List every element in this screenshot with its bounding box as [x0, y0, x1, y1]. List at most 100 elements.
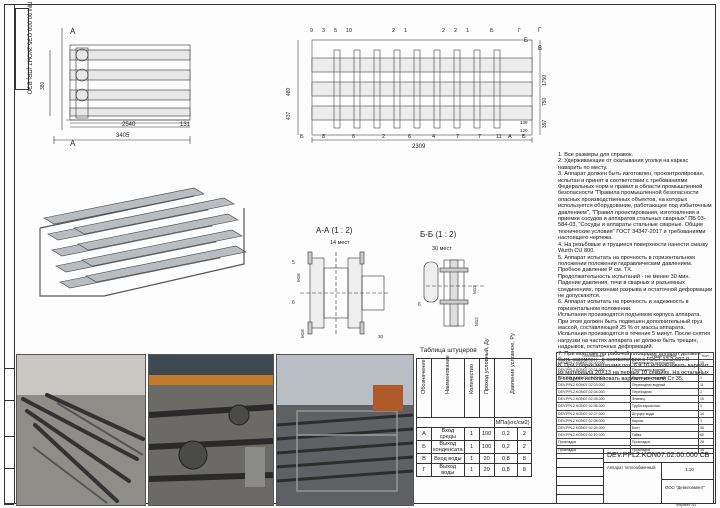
label-6: 6 — [292, 300, 295, 306]
note: 6. Аппарат испытать на прочность и надеж… — [558, 299, 689, 312]
dim-480: 480 — [286, 87, 292, 96]
binder-cell — [4, 468, 14, 505]
plan-view-drawing: 9 3 5 10 2 1 2 2 1 Б Г Б 8 6 2 6 4 7 7 1… — [286, 28, 548, 150]
tube-rows — [311, 57, 533, 121]
front-view-drawing: А А 2540 131 3405 380 — [40, 27, 191, 148]
dim-m16-bottom: М16 — [300, 329, 305, 338]
spec-header-qty: Кол. — [697, 351, 715, 361]
binder-cell — [4, 368, 14, 401]
section-aa-title: А-А (1 : 2) — [316, 226, 353, 235]
organization: ООО "Девелопмент" — [665, 485, 705, 490]
dim-380: 380 — [40, 81, 46, 90]
top-stamp: ПМ 00.000 ОЭ5.2КОН7 (ПР) ВЭО — [15, 2, 31, 94]
dim-m12: М12 — [472, 285, 477, 294]
binder-cell — [4, 400, 14, 437]
section-aa-drawing: 5 6 М16 М16 30 — [292, 251, 390, 339]
note: Падение давления, течи в сварных и разъе… — [558, 280, 713, 299]
isometric-tubes — [43, 187, 247, 289]
callout-6-bottom: 6 — [408, 134, 411, 140]
dim-120: 120 — [520, 128, 528, 133]
callout-2-bottom: 2 — [382, 134, 385, 140]
nozzle-table: Обозначение Наименование Количество Прох… — [416, 333, 532, 477]
note: 1. Все размеры для справок. — [558, 152, 633, 158]
section-mark-b: Б — [524, 38, 528, 44]
note: 5. Аппарат испытать на прочность в гориз… — [558, 254, 695, 274]
drawing-scale: 1:10 — [685, 467, 694, 472]
dim-m12-2: М12 — [474, 317, 479, 326]
binder-cell — [4, 436, 14, 469]
callout-b-top: Б — [490, 28, 494, 34]
callout-10: 10 — [346, 28, 352, 34]
photo-flange-assembly — [148, 354, 274, 506]
isometric-frame — [39, 195, 245, 297]
dim-2540: 2540 — [122, 122, 136, 128]
title-block: DEV.PPL2.KON07.02.00.000 СБ Аппарат тепл… — [556, 448, 714, 504]
callout-7b: 7 — [478, 134, 481, 140]
nozzle-table-title: Таблица штуцеров — [420, 347, 477, 354]
drawing-code: DEV.PPL2.KON07.02.00.000 СБ — [607, 452, 710, 459]
section-aa-qty: 14 мест — [330, 240, 350, 246]
flange-stack — [75, 47, 89, 119]
mark-v: В — [538, 46, 542, 52]
pressure-unit: МПа(кгс/см2) — [493, 417, 532, 428]
callout-2c: 2 — [454, 28, 457, 34]
callout-9: 9 — [310, 28, 313, 34]
header-name: Наименование — [431, 355, 465, 418]
callout-3: 3 — [322, 28, 325, 34]
callout-1: 1 — [404, 28, 407, 34]
header-dn: Проход условный, Ду — [478, 338, 495, 418]
mark-g: Г — [538, 28, 542, 34]
flange-columns — [333, 49, 501, 129]
note: 2. Удерживающие от скатывания уголки на … — [558, 158, 689, 171]
dim-m16-top: М16 — [296, 273, 301, 282]
binding-strip — [4, 4, 15, 505]
isometric-view — [39, 187, 247, 297]
section-mark-a-top: А — [70, 27, 76, 36]
header-qty: Количество — [463, 358, 480, 418]
callout-7: 7 — [456, 134, 459, 140]
note: 3. Аппарат должен быть изготовлен, проко… — [558, 171, 712, 242]
photo-workshop — [276, 354, 414, 506]
dim-2309: 2309 — [412, 144, 426, 150]
section-mark-a-bottom: А — [70, 139, 76, 148]
dim-437: 437 — [286, 111, 292, 120]
spec-header-code: Обозначение — [556, 351, 631, 361]
note: 4. На резьбовые и трущиеся поверхности н… — [558, 241, 709, 255]
dim-1750: 1750 — [542, 75, 548, 86]
dim-131: 131 — [180, 122, 191, 128]
section-bb-title: Б-Б (1 : 2) — [420, 230, 457, 239]
sheet-format: Формат А1 — [676, 502, 697, 507]
note: Продолжительность испытаний - не менее 3… — [558, 273, 690, 280]
callout-b-last: Б — [522, 134, 526, 140]
dim-750: 750 — [542, 97, 548, 106]
dim-139: 139 — [520, 120, 528, 125]
label-5: 5 — [292, 260, 295, 266]
note: При этом должен быть подвешен дополнител… — [558, 318, 711, 351]
note: Испытания производятся подъемом корпуса … — [558, 312, 701, 319]
callout-g-top: Г — [518, 28, 521, 34]
dim-397: 397 — [542, 119, 548, 128]
technical-notes: 1. Все размеры для справок. 2. Удерживаю… — [558, 152, 713, 383]
drawing-name: Аппарат теплообменный — [607, 465, 656, 470]
callout-4: 4 — [432, 134, 435, 140]
dim-30: 30 — [378, 334, 384, 339]
dim-3405: 3405 — [116, 133, 130, 139]
label-6-bb: 6 — [418, 302, 421, 308]
callout-1b: 1 — [466, 28, 469, 34]
binder-cell — [4, 346, 14, 369]
header-code: Обозначение — [416, 358, 432, 418]
callout-8: 8 — [322, 134, 325, 140]
